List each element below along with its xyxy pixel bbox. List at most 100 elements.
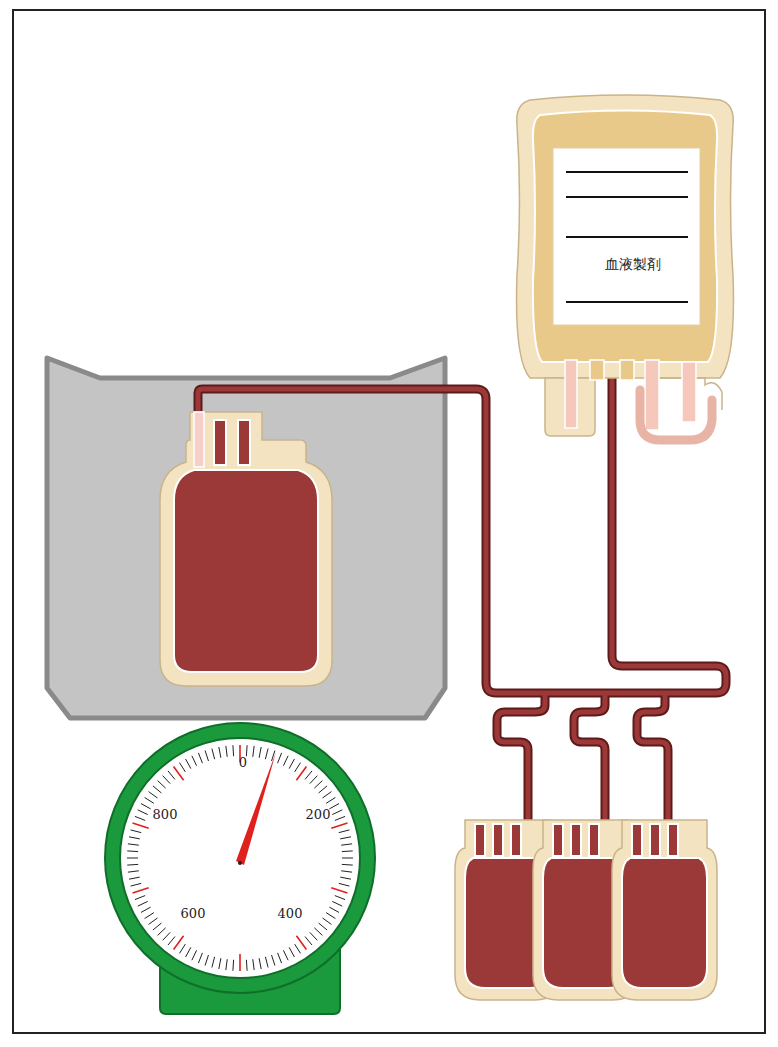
scale-tick [339, 830, 350, 833]
scale-tick [259, 958, 261, 969]
scale-tick [138, 901, 148, 906]
scale-tick [158, 781, 166, 789]
scale-tick [278, 753, 282, 763]
scale-tick [253, 959, 254, 970]
scale-tick [179, 944, 185, 953]
scale-tick [342, 858, 353, 859]
scale-tick [296, 767, 306, 781]
scale-tick [323, 918, 332, 924]
frame [13, 10, 765, 1033]
dial-number: 0 [239, 755, 247, 770]
scale-tick [332, 810, 342, 815]
scale-tick [145, 913, 154, 919]
scale-tick [168, 937, 175, 945]
scale-tick [296, 936, 306, 950]
scale-tick [163, 776, 171, 784]
scale-tick [329, 804, 339, 809]
weighing-scale [105, 723, 375, 1014]
scale-tick [259, 747, 261, 758]
bag-holder [47, 358, 445, 718]
scale-tick [272, 751, 275, 761]
scale-tick [205, 955, 208, 965]
dial-number: 800 [153, 807, 178, 822]
scale-tick [335, 816, 345, 820]
scale-tick [212, 749, 215, 760]
scale-tick [205, 751, 208, 761]
scale-tick [212, 957, 215, 968]
scale-tick [295, 944, 301, 953]
weighed-bag [160, 412, 332, 686]
scale-tick [289, 759, 294, 769]
scale-tick [319, 923, 327, 930]
scale-tick [329, 907, 339, 912]
scale-tick [127, 864, 138, 866]
scale-tick [340, 877, 351, 879]
scale-tick [323, 792, 332, 798]
scale-tick [174, 767, 184, 781]
scale-tick [314, 928, 322, 936]
scale-tick [186, 947, 191, 957]
scale-tick [283, 756, 288, 766]
scale-tick [265, 957, 268, 968]
collection-bags [455, 820, 717, 1000]
scale-tick [232, 745, 234, 756]
scale-tick [326, 797, 335, 803]
scale-tick [339, 883, 350, 886]
scale-tick [174, 936, 184, 950]
scale-tick [331, 888, 347, 893]
scale-tick [198, 753, 202, 763]
scale-tick [310, 776, 318, 784]
scale-tick [226, 746, 227, 757]
scale-tick [135, 816, 145, 820]
scale-tick [129, 877, 140, 879]
label-text: 血液製剤 [553, 256, 712, 274]
scale-tick [158, 928, 166, 936]
dial-number: 200 [306, 807, 331, 822]
scale-tick [145, 797, 154, 803]
scale-tick [141, 804, 151, 809]
scale-tick [272, 955, 275, 965]
scale-tick [133, 823, 149, 828]
scale-tick [219, 747, 221, 758]
scale-tick [127, 850, 138, 852]
scale-tick [141, 907, 151, 912]
scale-tick [138, 810, 148, 815]
scale-tick [289, 947, 294, 957]
scale-tick [135, 896, 145, 900]
blood-product-bag [517, 95, 734, 440]
scale-tick [239, 954, 241, 971]
scale-tick [128, 844, 139, 845]
scale-tick [153, 923, 161, 930]
scale-tick [340, 837, 351, 839]
scale-tick [198, 953, 202, 963]
scale-tick [342, 864, 353, 866]
scale-tick [128, 871, 139, 872]
dial-number: 600 [181, 906, 206, 921]
scale-tick [326, 913, 335, 919]
scale-tick [342, 850, 353, 852]
scale-tick [133, 888, 149, 893]
scale-tick [168, 771, 175, 779]
scale-tick [219, 958, 221, 969]
scale-tick [295, 763, 301, 772]
scale-tick [319, 786, 327, 793]
scale-tick [129, 837, 140, 839]
scale-tick [226, 959, 227, 970]
scale-tick [335, 896, 345, 900]
dial-number: 400 [278, 906, 303, 921]
scale-tick [331, 823, 347, 828]
scale-tick [314, 781, 322, 789]
scale-tick [305, 771, 312, 779]
scale-tick [283, 950, 288, 960]
scale-tick [179, 763, 185, 772]
scale-tick [332, 901, 342, 906]
scale-tick [246, 960, 248, 971]
scale-tick [127, 858, 138, 859]
scale-tick [149, 792, 158, 798]
collection-bag [612, 820, 717, 1000]
scale-tick [131, 883, 142, 886]
scale-tick [163, 932, 171, 940]
scale-tick [310, 932, 318, 940]
